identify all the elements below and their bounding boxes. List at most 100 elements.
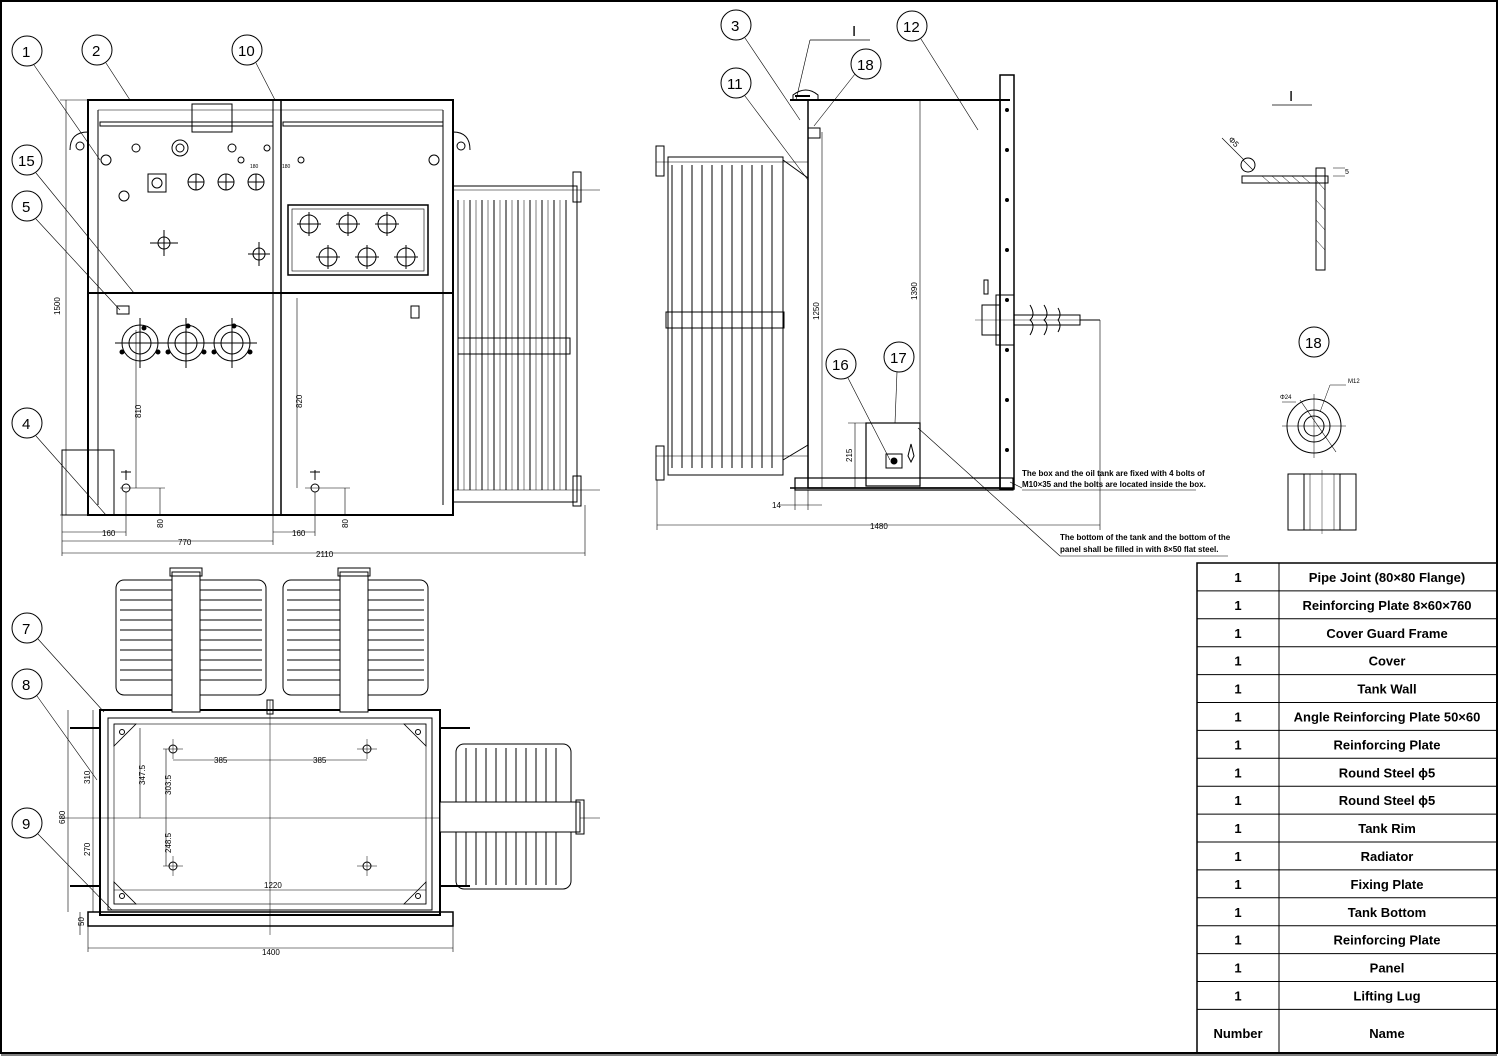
dim-50: 50	[77, 917, 86, 926]
bom-row-qty: 1	[1234, 570, 1241, 585]
bom-row-qty: 1	[1234, 765, 1241, 780]
bom-row-qty: 1	[1234, 626, 1241, 641]
bom-row-name: Fixing Plate	[1351, 877, 1424, 892]
dim-1480: 1480	[870, 522, 888, 531]
note-bottom-line1: The bottom of the tank and the bottom of…	[1060, 533, 1231, 542]
balloon-5	[11, 190, 43, 222]
bom-row-qty: 1	[1234, 821, 1241, 836]
balloon-7	[11, 612, 43, 644]
balloon-2	[81, 34, 113, 66]
lifting-lug-left	[69, 131, 89, 155]
top-dimensions	[67, 710, 454, 952]
balloon-1-label: 1	[22, 44, 30, 61]
front-dimensions	[60, 99, 586, 556]
detail-I: I Φ5 5	[1221, 88, 1349, 271]
balloon-18-detail	[1298, 326, 1330, 358]
note-bottom-line2: panel shall be filled in with 8×50 flat …	[1060, 545, 1219, 554]
balloon-8-label: 8	[22, 677, 30, 694]
detail-18: Φ24 M12	[1280, 379, 1360, 534]
balloons: 1 2 10 15 5 4 7 8 9 3 11 12 18 16 17 18	[11, 9, 1330, 911]
bom-row-qty: 1	[1234, 905, 1241, 920]
balloon-8	[11, 668, 43, 700]
balloon-16-label: 16	[832, 357, 849, 374]
instrument-box	[287, 204, 429, 276]
note-box-line1: The box and the oil tank are fixed with …	[1022, 469, 1205, 478]
bom-row-qty: 1	[1234, 877, 1241, 892]
instrument-holes	[297, 212, 418, 269]
dim-303-5: 303.5	[164, 774, 173, 795]
side-panel	[999, 74, 1015, 490]
dim-80a: 80	[156, 519, 165, 528]
balloon-4-label: 4	[22, 416, 30, 433]
balloon-18	[850, 48, 882, 80]
dim-770: 770	[178, 538, 192, 547]
bom-row-qty: 1	[1234, 654, 1241, 669]
top-view: 385 385 347.5 303.5 248.5 310 680 270 50…	[58, 567, 600, 957]
balloon-11	[720, 67, 752, 99]
bom-row-name: Radiator	[1361, 849, 1414, 864]
bom-row-qty: 1	[1234, 682, 1241, 697]
dim-385b: 385	[313, 756, 327, 765]
balloon-9-label: 9	[22, 816, 30, 833]
side-view: 1250 1390 215 14 1480 The box and the oi…	[655, 23, 1231, 557]
lifting-lug-right	[452, 131, 471, 155]
dim-2110: 2110	[316, 550, 334, 559]
balloon-3	[720, 9, 752, 41]
balloon-18-label: 18	[857, 57, 874, 74]
bom-row-name: Tank Wall	[1357, 682, 1416, 697]
front-radiator	[452, 171, 600, 507]
balloon-4	[11, 407, 43, 439]
dim-160a: 160	[102, 529, 116, 538]
balloon-12-label: 12	[903, 19, 920, 36]
balloon-15-label: 15	[18, 153, 35, 170]
balloon-17-label: 17	[890, 350, 907, 367]
side-tank-wall	[807, 99, 1001, 489]
bom-header-name: Name	[1369, 1026, 1404, 1041]
balloon-15	[11, 144, 43, 176]
balloon-7-label: 7	[22, 621, 30, 638]
front-panel-outline	[87, 99, 454, 516]
bom-row-name: Panel	[1370, 961, 1405, 976]
dim-385a: 385	[214, 756, 228, 765]
top-radiator-side	[439, 743, 585, 890]
bom-row-qty: 1	[1234, 598, 1241, 613]
top-bolt-holes	[163, 739, 377, 876]
balloon-17	[883, 341, 915, 373]
dim-1390: 1390	[910, 282, 919, 300]
bom-frame	[1196, 562, 1498, 1054]
bom-row-qty: 1	[1234, 933, 1241, 948]
balloon-16	[825, 348, 857, 380]
top-radiator-right	[282, 567, 429, 713]
bom-row-qty: 1	[1234, 737, 1241, 752]
bom-header-number: Number	[1213, 1026, 1262, 1041]
dim-270: 270	[83, 842, 92, 856]
dim-1220: 1220	[264, 881, 282, 890]
balloon-10	[231, 34, 263, 66]
dim-215: 215	[845, 448, 854, 462]
bom-row-qty: 1	[1234, 793, 1241, 808]
balloon-10-label: 10	[238, 43, 255, 60]
dim-810: 810	[134, 404, 143, 418]
dim-80b: 80	[341, 519, 350, 528]
dim-1400: 1400	[262, 948, 280, 957]
dim-1250: 1250	[812, 302, 821, 320]
bom-row-name: Reinforcing Plate 8×60×760	[1302, 598, 1471, 613]
bom-row-qty: 1	[1234, 989, 1241, 1004]
bom-row-name: Lifting Lug	[1353, 989, 1420, 1004]
dim-680: 680	[58, 810, 67, 824]
bom-row-name: Cover	[1369, 654, 1406, 669]
bom-row-name: Tank Rim	[1358, 821, 1416, 836]
top-radiator-left	[115, 567, 267, 713]
balloon-2-label: 2	[92, 43, 100, 60]
dim-310: 310	[83, 770, 92, 784]
bom-row-qty: 1	[1234, 710, 1241, 725]
bom-row-name: Round Steel ϕ5	[1339, 793, 1435, 808]
bom-row-name: Angle Reinforcing Plate 50×60	[1294, 710, 1481, 725]
top-base	[87, 911, 454, 927]
bom-row-name: Round Steel ϕ5	[1339, 765, 1435, 780]
dim-1500: 1500	[53, 297, 62, 315]
dim-820: 820	[295, 394, 304, 408]
